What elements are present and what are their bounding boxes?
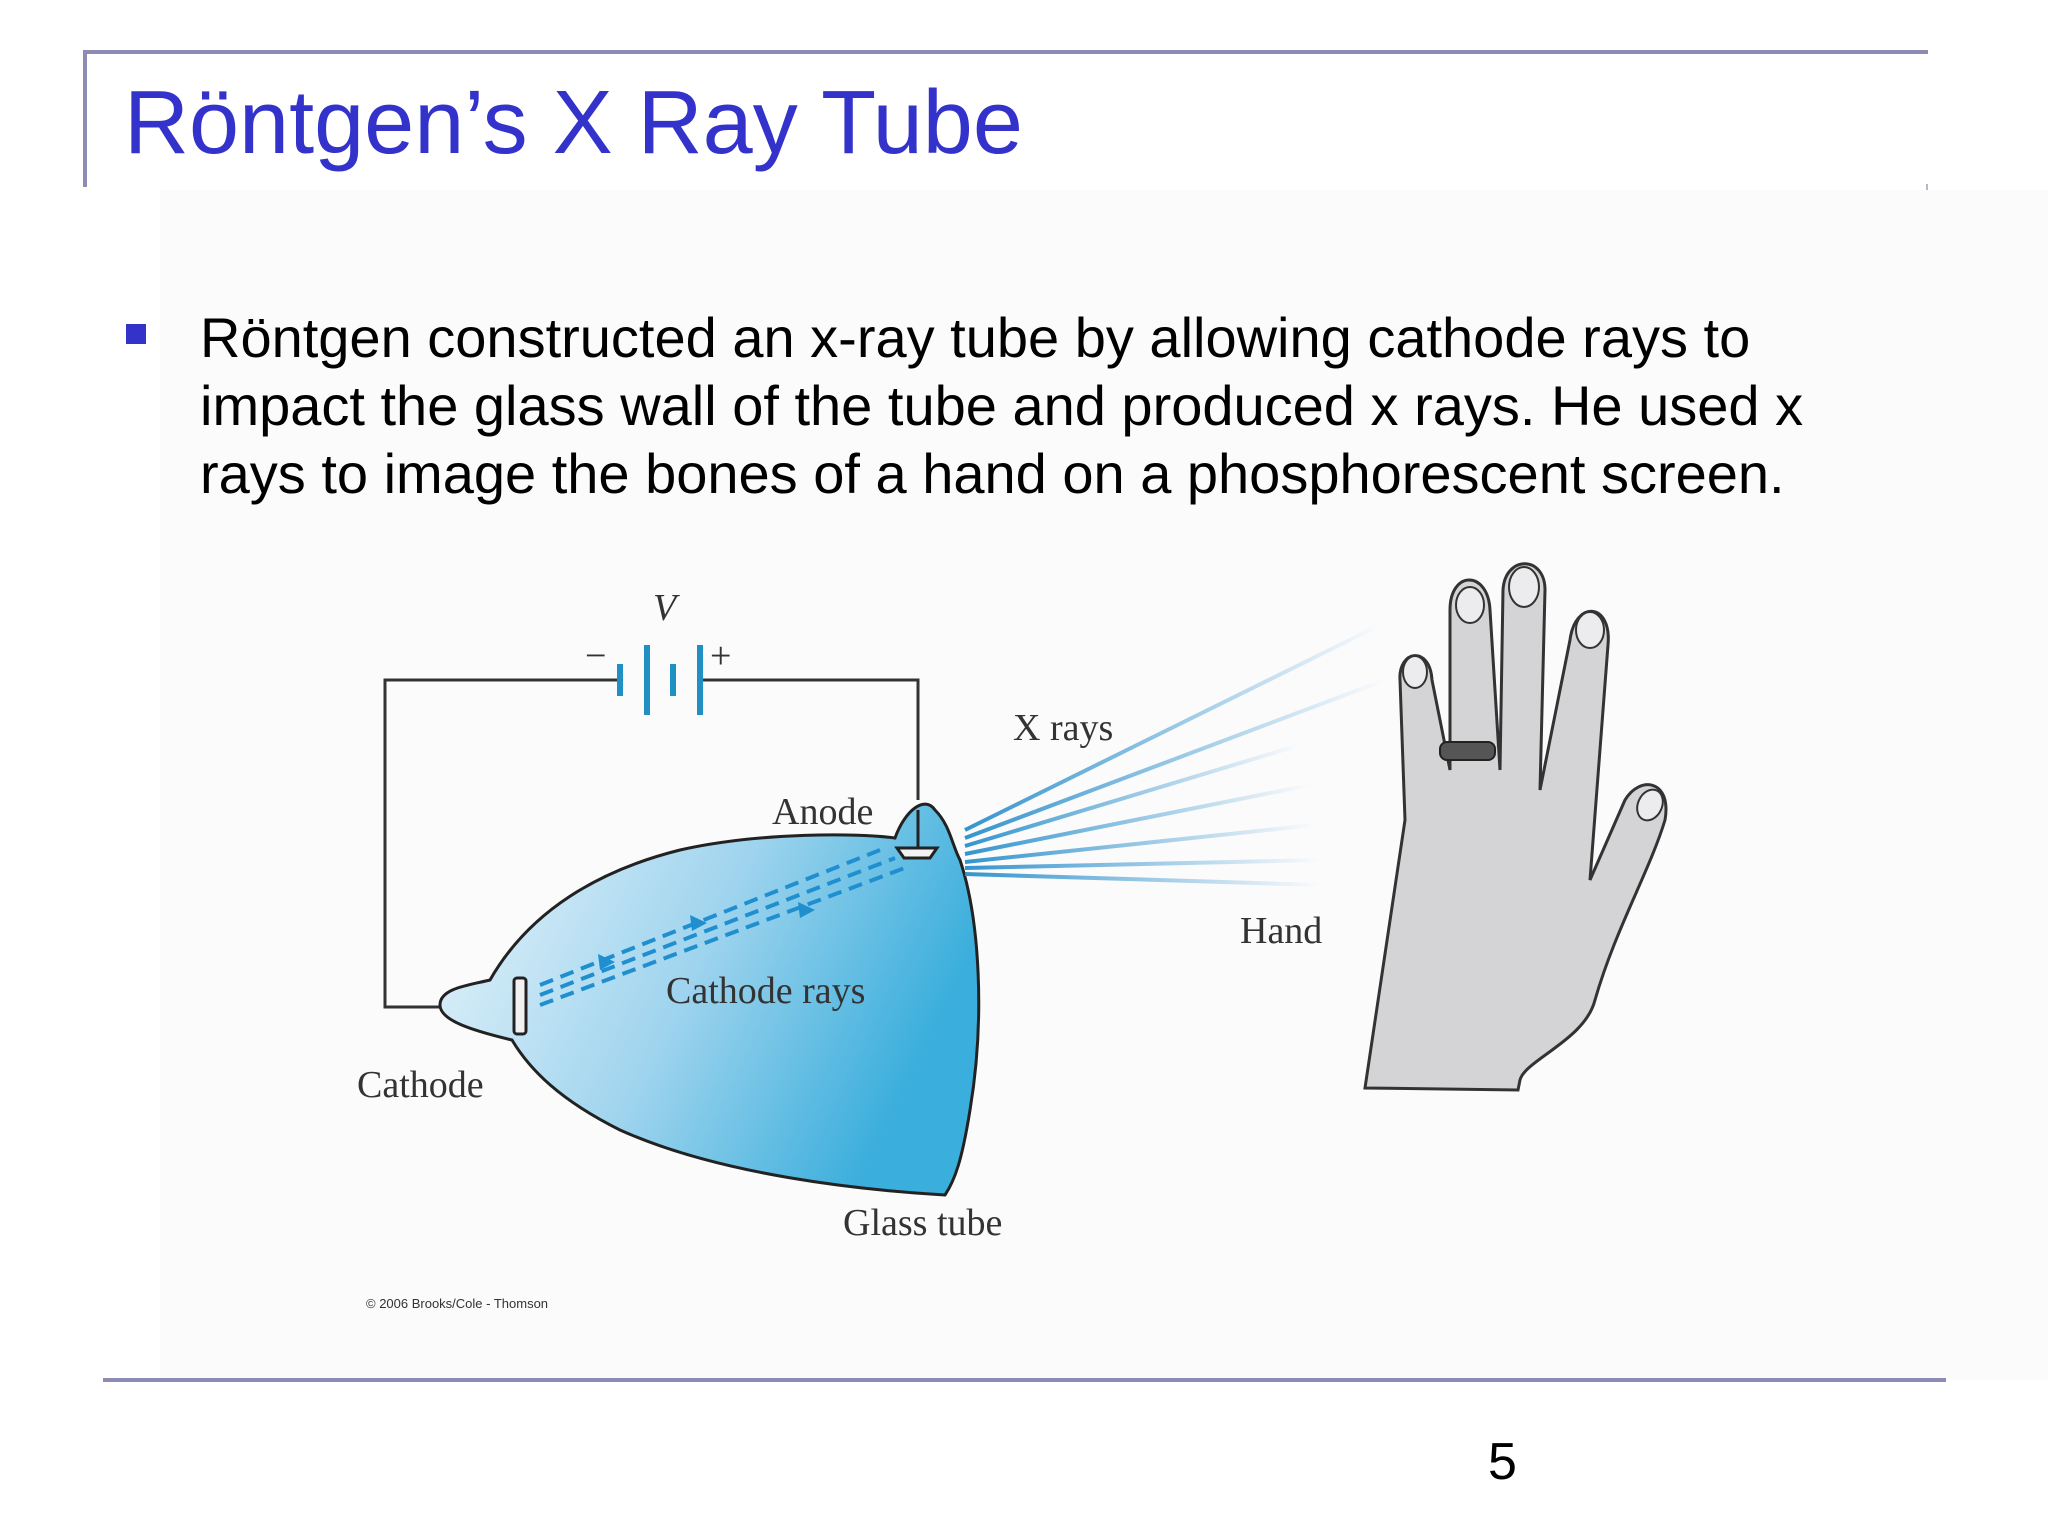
hand-illustration [1363,562,1668,1092]
glass-tube [438,802,981,1197]
slide-title: Röntgen’s X Ray Tube [124,73,1023,173]
cathode-rays-label: Cathode rays [666,970,865,1012]
copyright-notice: © 2006 Brooks/Cole - Thomson [366,1296,548,1311]
glass-tube-label: Glass tube [843,1202,1002,1244]
battery-icon [617,645,703,715]
x-rays-label: X rays [1013,707,1113,749]
hand-label: Hand [1240,910,1322,952]
voltage-label: V [653,587,680,629]
bottom-rule [103,1378,1946,1382]
cathode-plate [512,976,528,1036]
circuit-wire [700,678,920,800]
right-tick [1926,184,1928,190]
anode-label: Anode [772,791,873,833]
bullet-text: Röntgen constructed an x-ray tube by all… [200,306,1804,505]
page-number: 5 [1488,1433,1517,1491]
cathode-rays [539,848,911,1007]
left-rule [83,50,87,187]
cathode-label: Cathode [357,1064,484,1106]
circuit-wire [383,678,620,1009]
ray-arrowhead-icon [598,902,815,970]
plus-sign: + [710,635,731,677]
x-rays [964,623,1386,887]
bullet-marker [126,324,146,344]
top-rule [85,50,1928,54]
minus-sign: − [585,635,606,677]
anode-target [894,846,940,860]
